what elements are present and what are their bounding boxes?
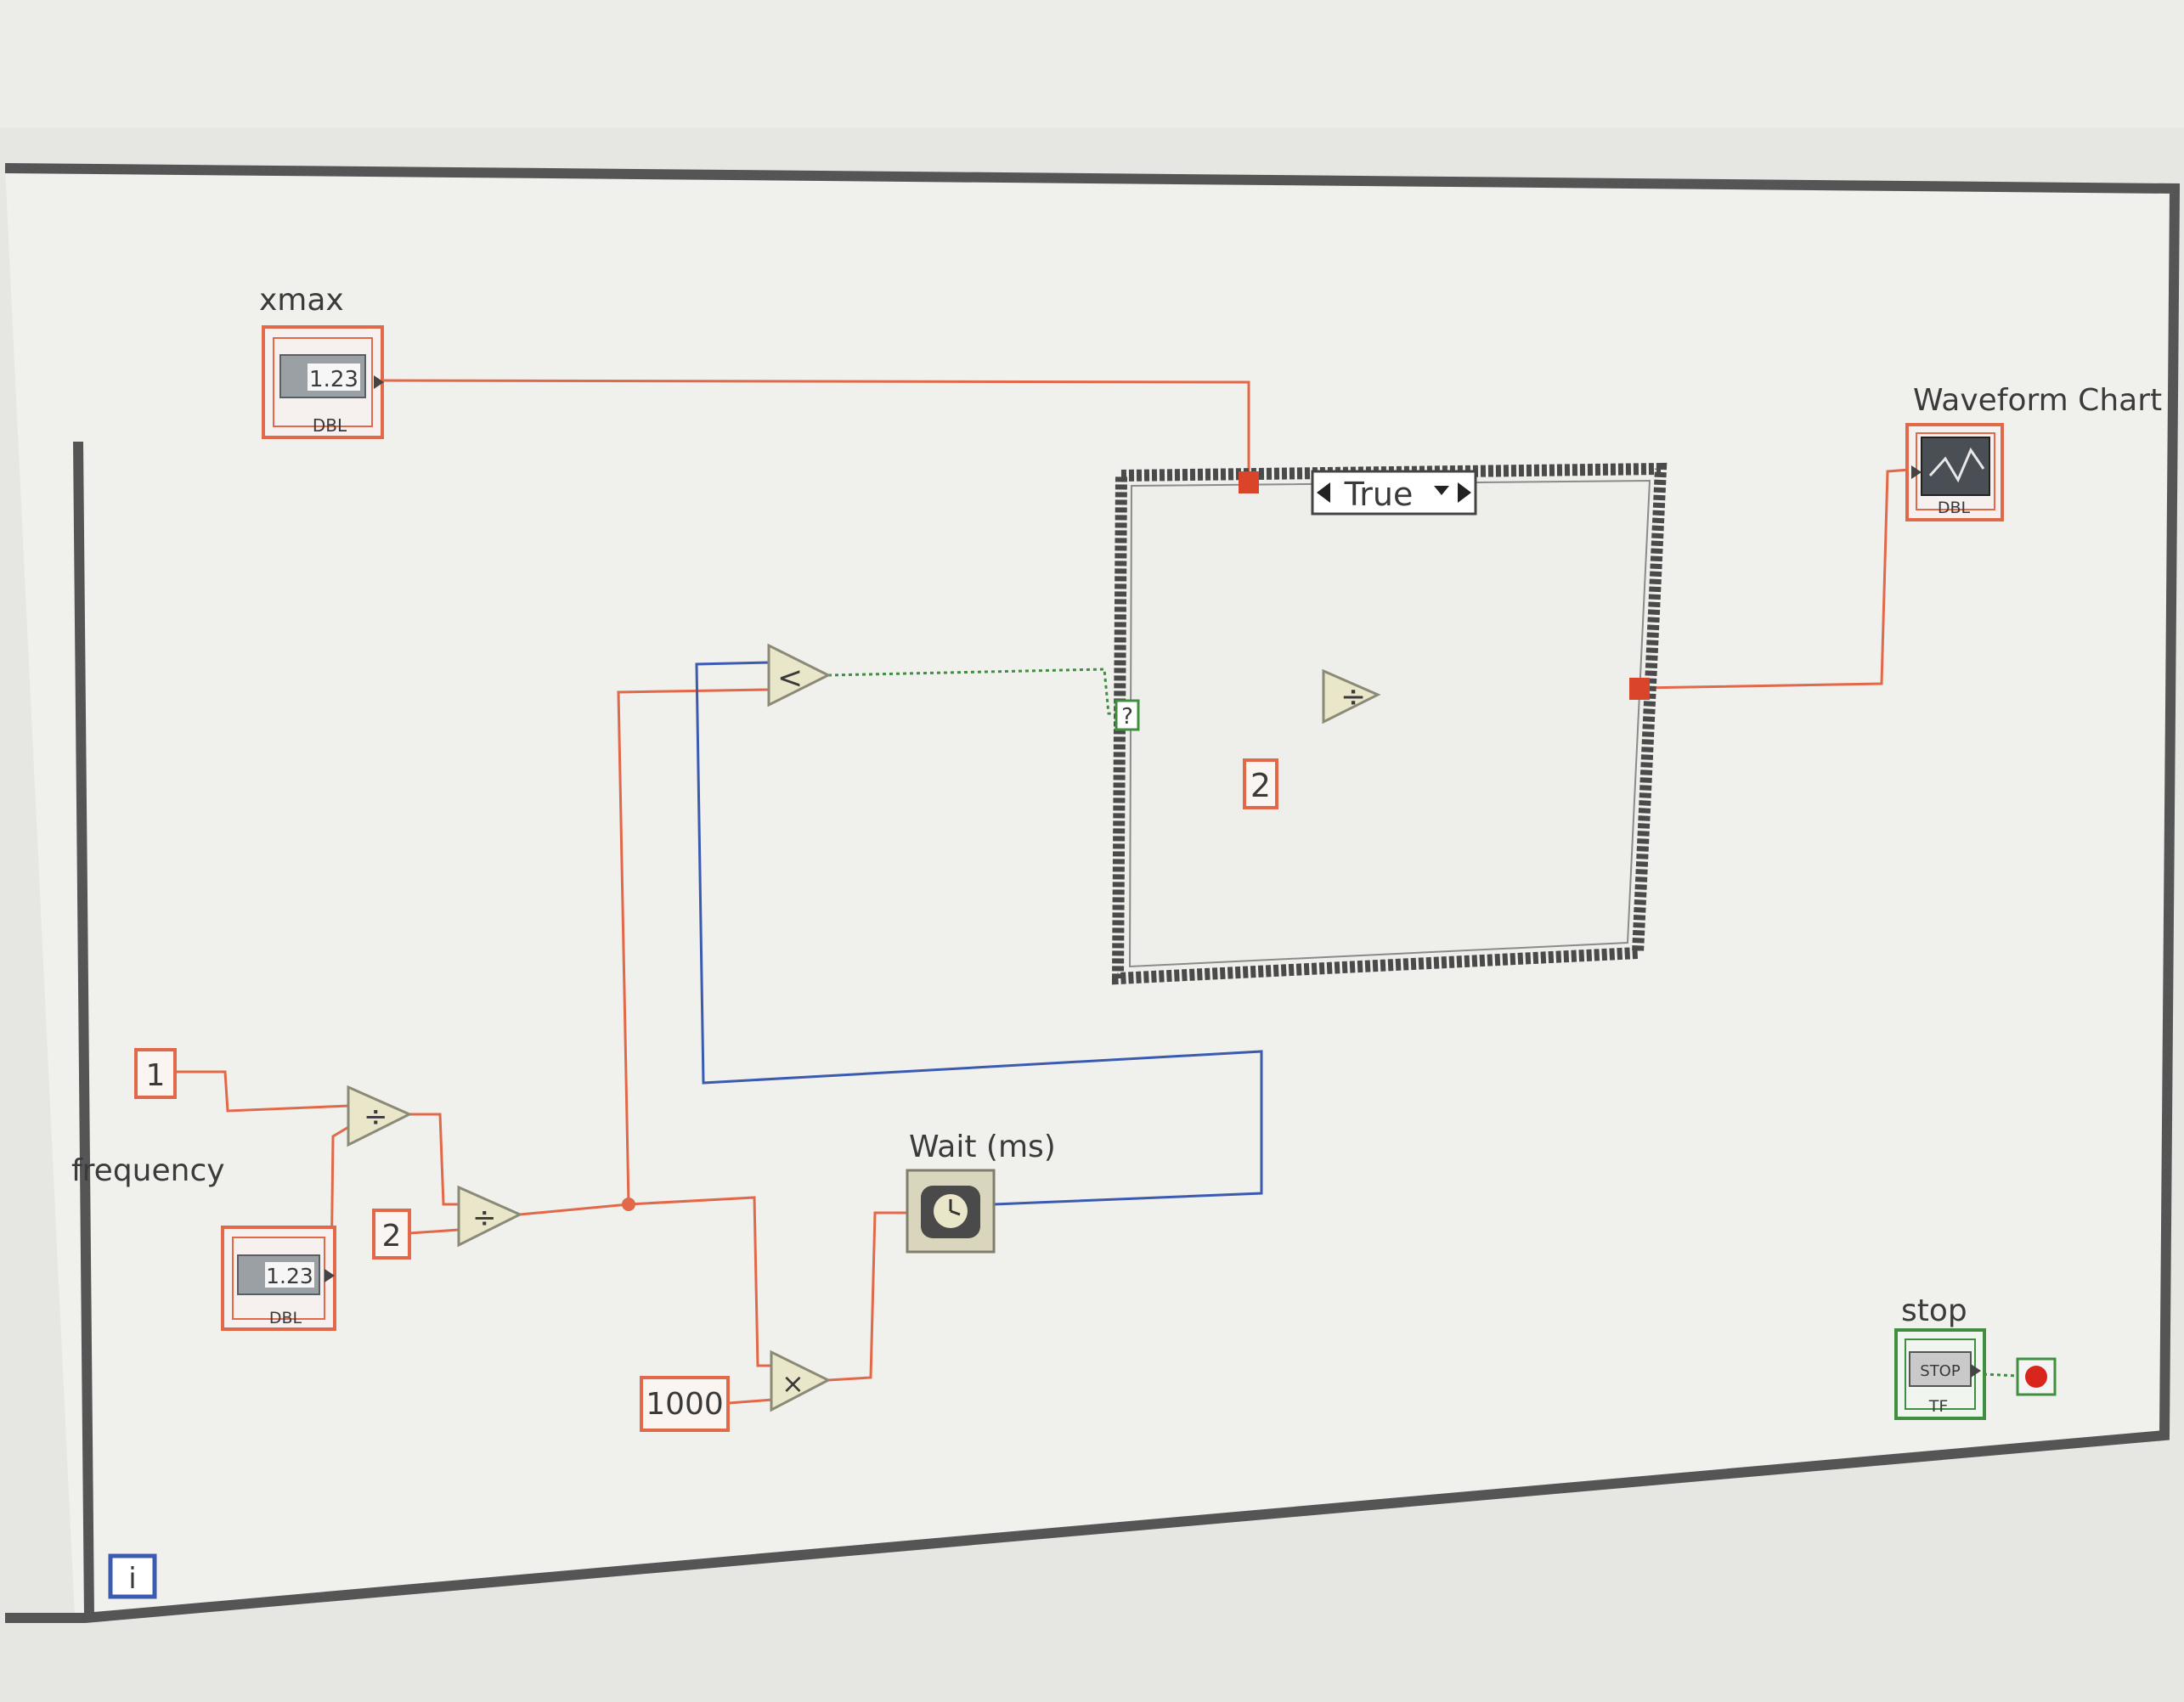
wire-const-thousand[interactable] [728,1398,774,1405]
chart-input-arrow-icon [1911,465,1922,479]
frequency-type-tag: DBL [269,1309,302,1327]
divide-2-symbol: ÷ [472,1201,497,1235]
xmax-label: xmax [259,283,344,318]
xmax-type-tag: DBL [313,415,347,436]
stop-output-arrow-icon [1971,1364,1981,1378]
xmax-control[interactable]: 1.23 DBL [262,325,384,439]
case-constant-two[interactable]: 2 [1243,758,1278,809]
wire-const-two[interactable] [409,1228,460,1235]
frequency-label: frequency [71,1153,225,1188]
tunnel-xmax[interactable] [1239,471,1259,493]
wait-function[interactable] [906,1169,996,1254]
divide-function-1[interactable]: ÷ [347,1085,413,1147]
constant-two[interactable]: 2 [372,1209,411,1260]
while-loop-border[interactable] [4,163,2181,1623]
tunnel-output[interactable] [1629,678,1650,700]
constant-two-value: 2 [382,1219,402,1254]
iteration-terminal-label: i [128,1562,136,1596]
loop-condition-terminal[interactable] [2016,1357,2057,1396]
case-structure[interactable] [1111,462,1668,985]
case-selector-value: True [1344,476,1414,513]
wait-label: Wait (ms) [909,1130,1056,1164]
case-prev-arrow-icon[interactable] [1317,482,1330,503]
stop-label: stop [1901,1293,1967,1328]
frequency-output-arrow-icon [324,1269,335,1282]
constant-one-value: 1 [146,1058,166,1093]
case-structure-frame[interactable] [1111,462,1668,985]
wire-multiply-out[interactable] [827,1211,911,1382]
case-divide-function[interactable]: ÷ [1322,668,1381,724]
stop-button-graphic [1909,1351,1972,1387]
constant-thousand[interactable]: 1000 [640,1376,730,1432]
top-area [0,0,2184,127]
while-loop-left-border [73,441,94,1619]
waveform-chart-label: Waveform Chart [1913,383,2162,418]
wire-junction [622,1198,635,1211]
wire-to-multiply[interactable] [628,1196,773,1367]
case-selector-terminal[interactable]: ? [1115,699,1140,731]
stop-control[interactable]: STOP TF [1894,1328,1986,1420]
less-than-symbol: < [777,661,803,696]
case-divide-symbol: ÷ [1340,679,1366,714]
less-than-function[interactable]: < [767,643,832,707]
multiply-symbol: × [782,1367,804,1400]
constant-one[interactable]: 1 [134,1048,177,1099]
wire-stop[interactable] [1983,1372,2018,1378]
wire-to-chart[interactable] [1639,468,1910,690]
chart-graph-icon [1921,437,1990,496]
stop-type-tag: TF [1928,1397,1949,1416]
xmax-output-arrow-icon [374,375,384,389]
multiply-function[interactable]: × [770,1350,832,1412]
wire-wait-out[interactable] [695,661,1263,1206]
wire-div1-out[interactable] [409,1113,459,1206]
waveform-chart-indicator[interactable]: DBL [1905,423,2004,521]
constant-thousand-value: 1000 [646,1387,724,1422]
case-dropdown-icon[interactable] [1434,486,1449,495]
stop-button-text: STOP [1920,1362,1961,1380]
frequency-display-value: 1.23 [266,1264,313,1288]
case-selector[interactable]: True [1311,470,1477,516]
iteration-terminal[interactable]: i [108,1553,157,1599]
frequency-control[interactable]: 1.23 DBL [221,1226,336,1331]
divide-1-symbol: ÷ [364,1100,388,1134]
xmax-display-value: 1.23 [309,367,358,392]
stop-if-true-icon [2025,1366,2047,1388]
case-constant-two-value: 2 [1250,767,1271,804]
divide-function-2[interactable]: ÷ [457,1185,523,1248]
case-structure-inner-border [1128,479,1651,968]
waveform-chart-type-tag: DBL [1938,499,1971,517]
wire-div2-out[interactable] [519,1203,629,1216]
case-selector-terminal-label: ? [1121,704,1133,730]
wire-const-one[interactable] [177,1070,351,1113]
case-next-arrow-icon[interactable] [1458,482,1471,503]
